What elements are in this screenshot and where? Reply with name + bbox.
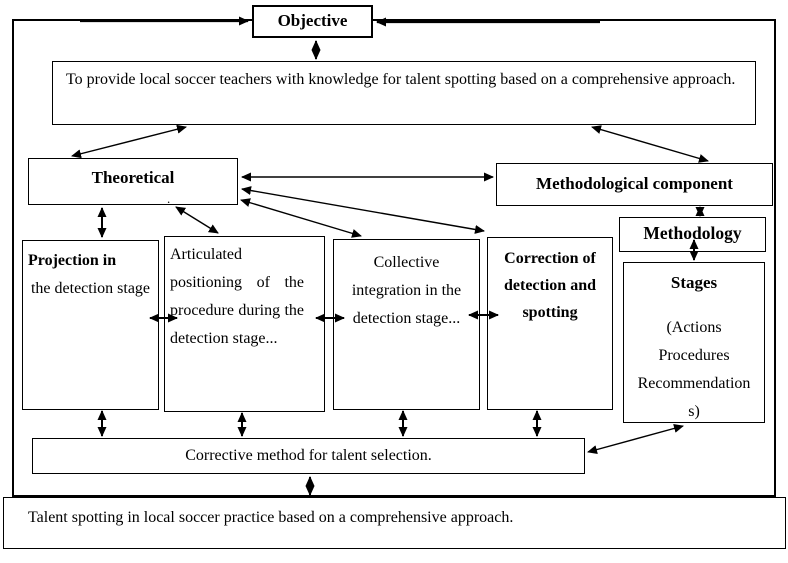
collective-integration-text: Collective integration in the detection …: [351, 254, 462, 327]
goal-box: To provide local soccer teachers with kn…: [52, 61, 756, 125]
theoretical-label: Theoretical: [91, 168, 175, 187]
collective-integration-box: Collective integration in the detection …: [333, 239, 480, 410]
articulated-positioning-box: Articulated positioning of the procedure…: [164, 236, 325, 412]
articulated-positioning-text: Articulated positioning of the procedure…: [170, 246, 304, 347]
theoretical-footnote-dot: .: [167, 191, 171, 206]
outcome-text: Talent spotting in local soccer practice…: [28, 509, 514, 526]
correction-box: Correction of detection and spotting: [487, 237, 613, 410]
objective-label: Objective: [277, 11, 348, 30]
methodological-component-label: Methodological component: [536, 174, 733, 193]
correction-text: Correction of detection and spotting: [504, 250, 596, 321]
diagram-outer-border: [12, 19, 776, 497]
corrective-method-text: Corrective method for talent selection.: [185, 447, 432, 464]
projection-body: the detection stage: [30, 280, 151, 297]
stages-title: Stages: [670, 273, 718, 292]
methodological-component-box: Methodological component: [496, 163, 773, 206]
methodology-box: Methodology: [619, 217, 766, 252]
objective-box: Objective: [252, 5, 373, 38]
methodology-label: Methodology: [643, 223, 742, 243]
outcome-box: Talent spotting in local soccer practice…: [3, 497, 786, 549]
projection-box: Projection in the detection stage: [22, 240, 159, 410]
theoretical-box: Theoretical .: [28, 158, 238, 205]
stages-box: Stages (Actions Procedures Recommendatio…: [623, 262, 765, 423]
goal-text: To provide local soccer teachers with kn…: [66, 71, 736, 88]
stages-body: (Actions Procedures Recommendations): [637, 318, 751, 420]
projection-title: Projection in: [28, 252, 117, 269]
corrective-method-box: Corrective method for talent selection.: [32, 438, 585, 474]
